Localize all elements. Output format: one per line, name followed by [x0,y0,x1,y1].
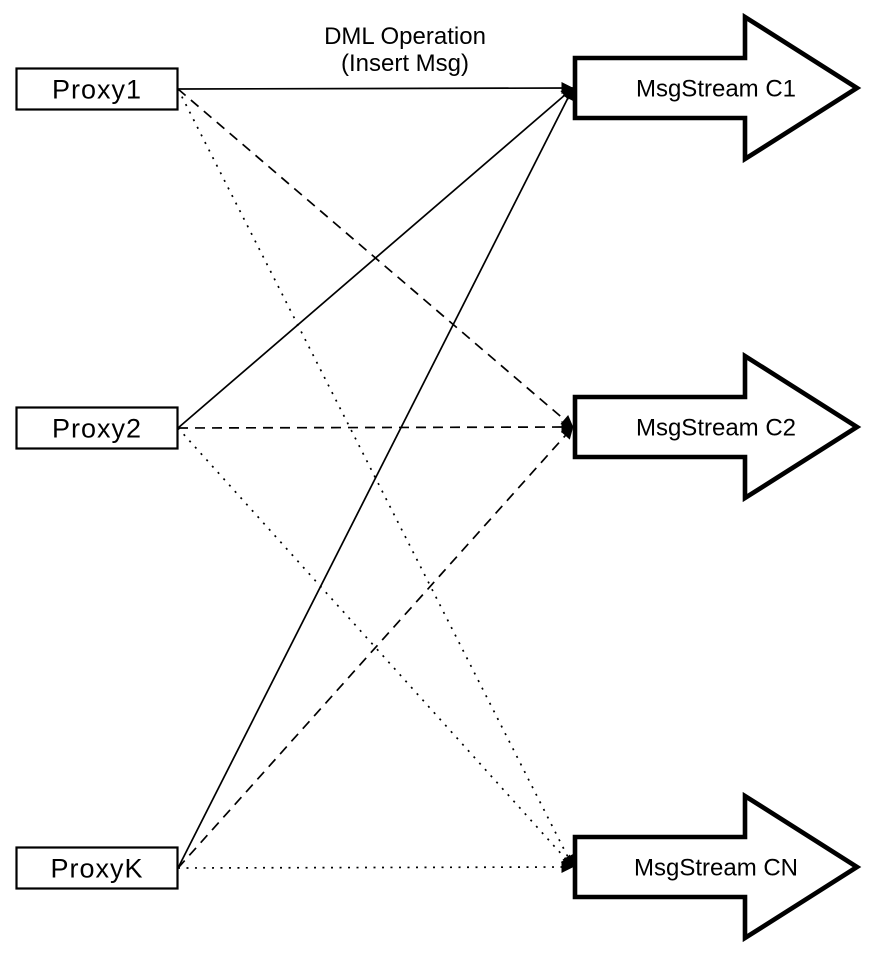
edge-proxyk-to-cn-dotted [177,861,574,874]
msgstream-c2-block-arrow-icon [572,351,862,503]
msgstream-c2-label: MsgStream C2 [636,414,796,441]
msgstream-nodes-layer: MsgStream C1 MsgStream C2 MsgStream CN [572,12,862,943]
proxyk-box [15,846,179,890]
edge-proxy1-to-cn-dotted [177,88,574,868]
edge-proxy1-to-c1-solid [177,82,574,95]
proxy1-label: Proxy1 [52,74,142,104]
edge-label-group: DML Operation (Insert Msg) [324,23,486,77]
edge-proxy2-to-c2-dashed [177,421,574,434]
edge-proxy1-to-c2-dashed [177,88,574,428]
edge-proxyk-to-c1-solid [177,87,574,869]
msgstream-c1-label: MsgStream C1 [636,75,796,102]
proxy2-label: Proxy2 [52,413,142,443]
edge-proxyk-to-c2-dashed [177,426,574,869]
msgstream-c1-block-arrow-icon [572,12,862,164]
proxy2-box [15,406,179,450]
edge-label-line1: DML Operation [324,23,486,50]
edges-layer [177,82,574,874]
msgstream-cn-label: MsgStream CN [634,854,798,881]
proxyk-label: ProxyK [50,853,143,883]
proxy-nodes-layer: Proxy1 Proxy2 ProxyK [15,67,179,890]
edge-label-line2: (Insert Msg) [341,50,469,77]
msgstream-cn-block-arrow-icon [572,791,862,943]
proxy1-box [15,67,179,111]
